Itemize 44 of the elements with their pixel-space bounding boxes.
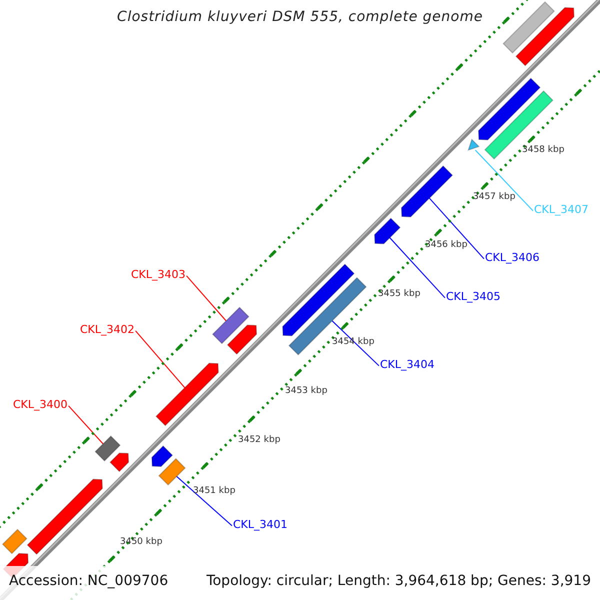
tick-label: 3453 kbp <box>285 386 328 396</box>
gene-label: CKL_3400 <box>13 398 68 411</box>
leader-line <box>176 476 232 526</box>
gene-feature <box>94 435 121 462</box>
gene-feature <box>226 324 258 355</box>
leader-line <box>135 330 186 388</box>
tick-label: 3454 kbp <box>332 337 374 347</box>
gene-label: CKL_3404 <box>380 358 435 371</box>
gene-feature <box>109 452 130 472</box>
gene-label: CKL_3406 <box>485 251 540 264</box>
tick-label: 3451 kbp <box>193 486 236 496</box>
leader-line <box>186 275 227 322</box>
gene-label: CKL_3407 <box>534 203 589 216</box>
leader-line <box>332 320 380 366</box>
gene-feature <box>468 138 480 151</box>
gene-feature <box>478 78 541 140</box>
gene-feature <box>374 218 401 244</box>
gene-feature <box>502 1 555 54</box>
tick-label: 3458 kbp <box>522 145 564 155</box>
gene-feature <box>282 264 355 336</box>
tick-label: 3452 kbp <box>238 435 280 445</box>
gene-feature <box>158 458 186 486</box>
gene-label: CKL_3403 <box>131 268 186 281</box>
gene-feature <box>155 362 219 426</box>
gene-label: CKL_3402 <box>80 323 135 336</box>
gene-feature <box>515 7 575 66</box>
gene-feature <box>2 528 28 554</box>
gene-feature <box>400 165 454 218</box>
leader-line <box>428 198 484 260</box>
title: Clostridium kluyveri DSM 555, complete genome <box>116 9 484 25</box>
gene-label: CKL_3405 <box>446 290 501 303</box>
gene-feature <box>212 306 250 344</box>
gene-feature <box>151 445 174 468</box>
gene-feature <box>26 478 103 555</box>
tick-label: 3457 kbp <box>473 192 516 202</box>
leader-line <box>68 405 104 444</box>
leader-line <box>389 237 446 298</box>
tick-label: 3455 kbp <box>378 289 420 299</box>
tick-label: 3450 kbp <box>120 537 162 547</box>
leader-line <box>474 150 534 212</box>
accession-text: Accession: NC_009706 <box>9 573 168 589</box>
gene-label: CKL_3401 <box>233 518 288 531</box>
genome-info-text: Topology: circular; Length: 3,964,618 bp; Genes: 3,919 <box>206 573 591 589</box>
tick-label: 3456 kbp <box>425 240 468 250</box>
